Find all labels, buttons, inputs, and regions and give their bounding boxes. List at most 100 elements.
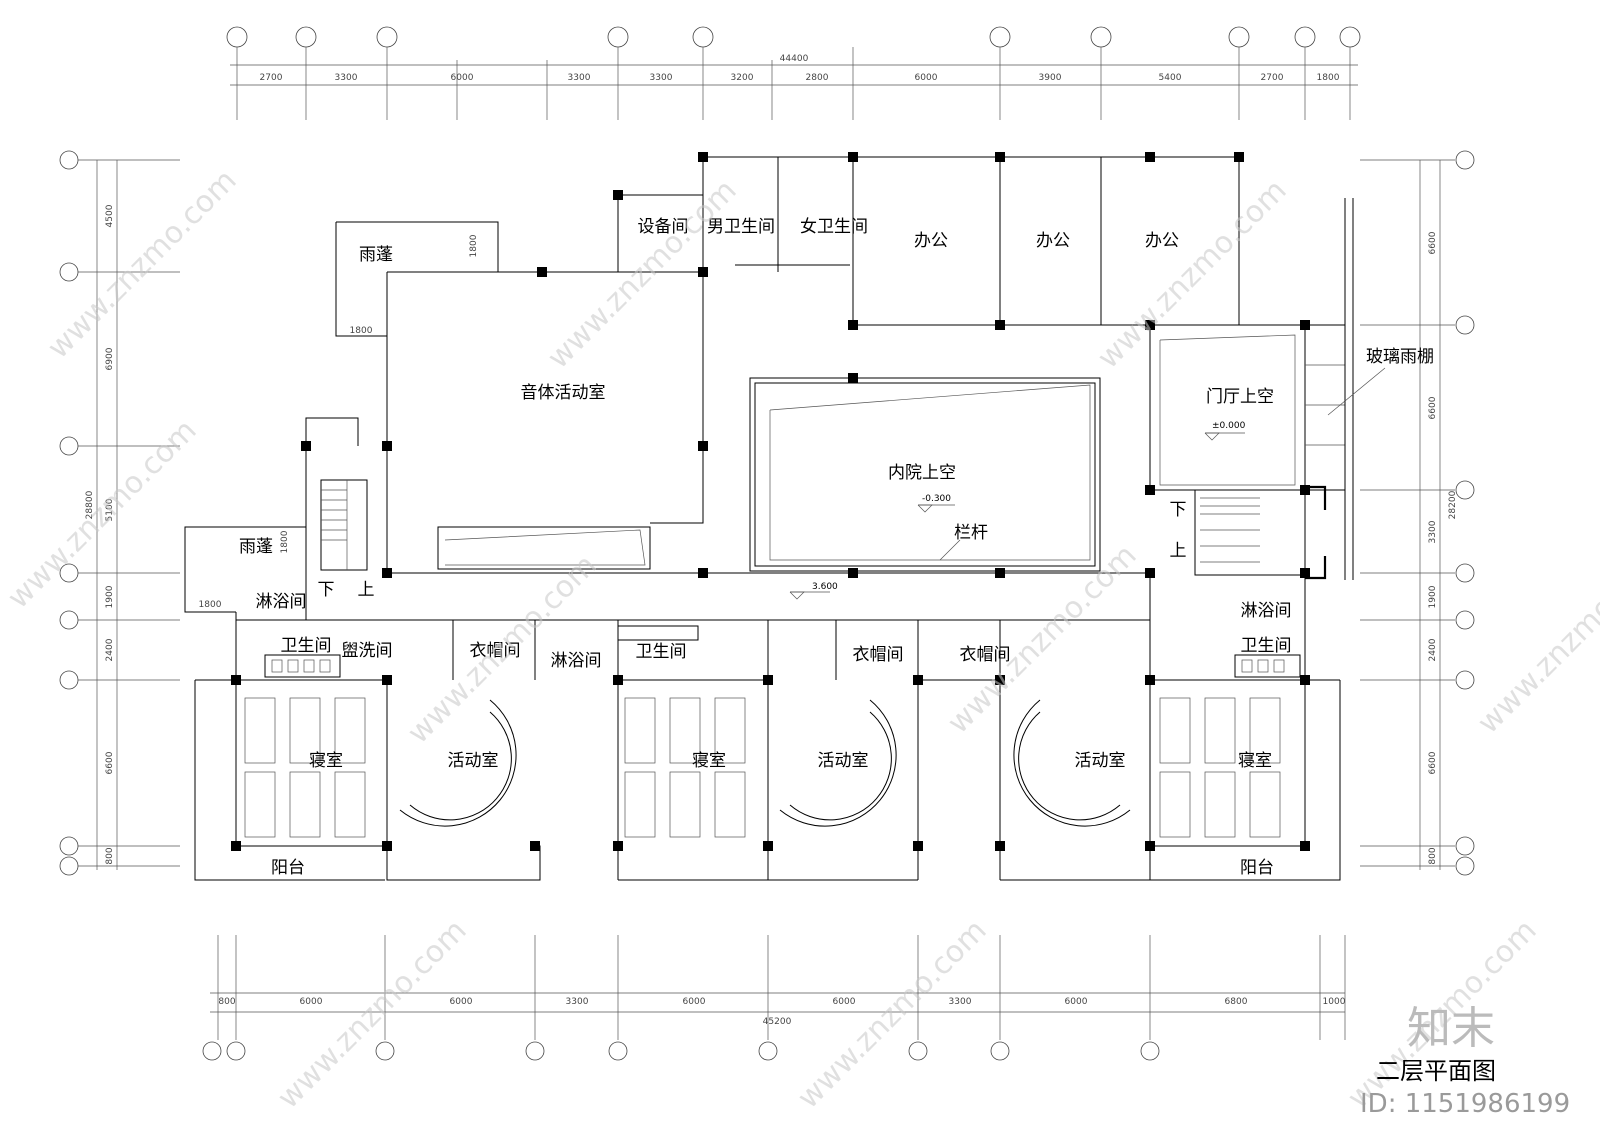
svg-text:6000: 6000 (833, 997, 856, 1007)
svg-text:1800: 1800 (469, 234, 479, 257)
canopy-dims: 1800 1800 1800 1800 (199, 234, 479, 610)
label-wc-left: 卫生间 (281, 636, 332, 656)
svg-text:3300: 3300 (949, 997, 972, 1007)
label-shower-left: 淋浴间 (256, 592, 307, 612)
svg-text:1800: 1800 (280, 530, 290, 553)
label-bedroom-2: 寝室 (692, 750, 726, 771)
label-womens-wc: 女卫生间 (800, 217, 868, 237)
building-walls (184, 156, 1354, 881)
beds-right (1159, 697, 1281, 838)
svg-text:1800: 1800 (350, 326, 373, 336)
watermark-9: www.znzmo.com (791, 913, 994, 1116)
label-glass-canopy: 玻璃雨棚 (1366, 347, 1434, 367)
svg-text:1000: 1000 (1323, 997, 1346, 1007)
top-axis-bubbles (226, 26, 1361, 48)
svg-text:6800: 6800 (1225, 997, 1248, 1007)
label-activity-2: 活动室 (818, 751, 869, 771)
label-stair-down-right: 下 (1170, 500, 1187, 520)
svg-text:2700: 2700 (1261, 73, 1284, 83)
svg-text:4500: 4500 (105, 204, 115, 227)
svg-text:6000: 6000 (451, 73, 474, 83)
label-activity-1: 活动室 (448, 751, 499, 771)
label-courtyard-void: 内院上空 (888, 463, 956, 483)
label-shower-right: 淋浴间 (1241, 601, 1292, 621)
watermark-4: www.znzmo.com (1, 413, 204, 616)
svg-text:1800: 1800 (199, 600, 222, 610)
label-office-3: 办公 (1145, 231, 1179, 251)
top-total-dim: 44400 (780, 54, 809, 64)
brand-logo: 知末 (1407, 1003, 1495, 1054)
glass-canopy-leader (1327, 367, 1386, 416)
room-labels: 雨蓬 设备间 男卫生间 女卫生间 办公 办公 办公 音体活动室 内院上空 门厅上… (239, 217, 1434, 878)
label-shower-mid: 淋浴间 (551, 651, 602, 671)
label-wc-right: 卫生间 (1241, 636, 1292, 656)
svg-text:6000: 6000 (915, 73, 938, 83)
svg-text:800: 800 (1428, 847, 1438, 864)
right-axis: 6600 6600 3300 1900 2400 6600 800 28200 (1360, 150, 1475, 876)
svg-text:1800: 1800 (1317, 73, 1340, 83)
svg-text:6000: 6000 (450, 997, 473, 1007)
label-cloak-1: 衣帽间 (470, 641, 521, 661)
label-canopy-top: 雨蓬 (359, 245, 393, 265)
svg-text:800: 800 (105, 847, 115, 864)
svg-text:28200: 28200 (1448, 490, 1458, 519)
watermark-5: www.znzmo.com (401, 548, 604, 751)
label-stair-down-left: 下 (318, 580, 335, 600)
svg-text:3300: 3300 (566, 997, 589, 1007)
svg-text:5100: 5100 (105, 498, 115, 521)
left-axis: 4500 6900 5100 1900 2400 6600 800 28800 (59, 150, 180, 876)
svg-text:6000: 6000 (683, 997, 706, 1007)
label-stair-up-right: 上 (1170, 541, 1187, 561)
label-music-hall: 音体活动室 (521, 383, 606, 403)
watermark-8: www.znzmo.com (271, 913, 474, 1116)
svg-text:28800: 28800 (85, 490, 95, 519)
railing-leader (939, 539, 961, 561)
svg-text:3300: 3300 (568, 73, 591, 83)
bottom-axis: 800 6000 6000 3300 6000 6000 3300 6000 6… (202, 935, 1346, 1061)
svg-text:2800: 2800 (806, 73, 829, 83)
svg-text:1900: 1900 (105, 585, 115, 608)
watermark-6: www.znzmo.com (941, 538, 1144, 741)
elev-courtyard: -0.300 (922, 494, 951, 504)
svg-text:6900: 6900 (105, 347, 115, 370)
elevation-marks: ±0.000 -0.300 3.600 (789, 421, 1246, 600)
drawing-id: ID: 1151986199 (1360, 1089, 1570, 1119)
svg-text:3300: 3300 (650, 73, 673, 83)
elev-lobby: ±0.000 (1212, 421, 1246, 431)
svg-text:3200: 3200 (731, 73, 754, 83)
structural-columns (231, 152, 1310, 851)
svg-text:5400: 5400 (1159, 73, 1182, 83)
label-washroom-left: 盥洗间 (342, 641, 393, 661)
watermark-3: www.znzmo.com (1091, 173, 1294, 376)
drawing-title: 二层平面图 (1376, 1057, 1496, 1085)
label-wc-mid: 卫生间 (636, 642, 687, 662)
label-cloak-2: 衣帽间 (853, 645, 904, 665)
svg-text:6600: 6600 (1428, 396, 1438, 419)
axis-grid (226, 26, 1361, 120)
label-railing: 栏杆 (954, 523, 988, 543)
label-lobby-void: 门厅上空 (1206, 387, 1274, 407)
beds-mid (624, 697, 746, 838)
beds-left (244, 697, 366, 838)
elev-corridor: 3.600 (812, 582, 838, 592)
watermarks: www.znzmo.com www.znzmo.com www.znzmo.co… (1, 163, 1600, 1116)
svg-text:1900: 1900 (1428, 585, 1438, 608)
title-block: 二层平面图 知末 ID: 1151986199 (1360, 1003, 1570, 1119)
label-bedroom-3: 寝室 (1238, 750, 1272, 771)
svg-text:2700: 2700 (260, 73, 283, 83)
label-canopy-left: 雨蓬 (239, 537, 273, 557)
svg-text:3300: 3300 (1428, 520, 1438, 543)
svg-text:800: 800 (218, 997, 235, 1007)
watermark-2: www.znzmo.com (541, 173, 744, 376)
svg-text:6000: 6000 (1065, 997, 1088, 1007)
svg-text:6000: 6000 (300, 997, 323, 1007)
top-dimensions: 44400 2700 3300 6000 3300 3300 3200 2800… (260, 54, 1340, 83)
label-activity-3: 活动室 (1075, 751, 1126, 771)
svg-text:6600: 6600 (105, 751, 115, 774)
label-cloak-3: 衣帽间 (960, 645, 1011, 665)
label-equipment-room: 设备间 (638, 217, 689, 237)
label-bedroom-1: 寝室 (309, 750, 343, 771)
bottom-total-dim: 45200 (763, 1017, 792, 1027)
label-stair-up-left: 上 (358, 580, 375, 600)
